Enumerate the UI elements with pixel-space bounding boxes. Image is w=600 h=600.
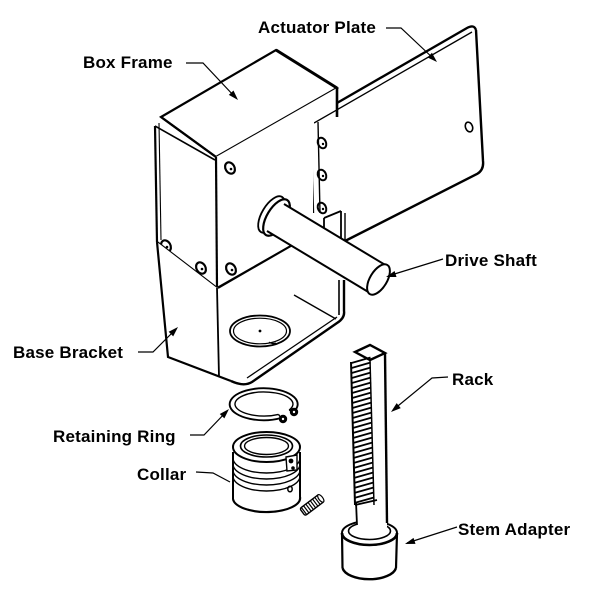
drive-shaft-bottom-edge [266, 230, 371, 294]
actuator-plate-right-bottom-edge [344, 29, 485, 243]
arrowhead-drive-shaft [386, 270, 397, 278]
part-labels: Box Frame Actuator Plate Drive Shaft Bas… [13, 18, 570, 539]
retaining-ring-inner [234, 391, 294, 417]
rack-drawing [350, 343, 389, 527]
box-frame-front-vertical-edge [214, 156, 219, 289]
label-base-bracket: Base Bracket [13, 343, 123, 362]
box-frame-left-edge-inner [158, 122, 162, 241]
collar-drawing [231, 431, 302, 514]
box-frame-top-right-edge [275, 48, 338, 90]
box-frame-front-corner-edge [160, 116, 217, 158]
base-bracket-back-top-edge [217, 242, 297, 289]
collar-rim-inner [239, 434, 294, 458]
actuator-plate-flange-inner-edge [317, 121, 321, 214]
base-bracket-bend-line [293, 294, 337, 320]
base-bracket-bottom-edge-inner [246, 316, 338, 379]
stem-adapter-sides [340, 532, 399, 569]
stem-adapter-drawing [340, 520, 399, 581]
stem-adapter-bottom [341, 567, 398, 581]
rack-right-edge [383, 352, 389, 524]
base-bracket-body [157, 211, 345, 385]
label-drive-shaft: Drive Shaft [445, 251, 537, 270]
rack-teeth-left-edge [350, 361, 356, 506]
drive-shaft-end-face [366, 263, 391, 296]
drive-shaft-body [267, 204, 387, 293]
collar-front-hole [287, 485, 293, 493]
arrowhead-actuator-plate [427, 52, 437, 62]
leader-rack [392, 376, 449, 411]
arrowhead-stem-adapter [405, 537, 416, 544]
leader-base-bracket [138, 328, 177, 353]
leader-drive-shaft [387, 258, 444, 277]
collar-bore [243, 436, 290, 456]
label-retaining-ring: Retaining Ring [53, 427, 176, 446]
base-bracket-drawing [155, 210, 346, 386]
label-rack: Rack [452, 370, 494, 389]
leader-retaining-ring [190, 410, 228, 436]
base-bracket-left-wall-edge [155, 241, 232, 383]
rack-teeth-bottom [354, 499, 378, 506]
set-screw-end [317, 493, 325, 503]
label-collar: Collar [137, 465, 187, 484]
arrowhead-rack [391, 403, 401, 412]
set-screw-threads [300, 496, 321, 515]
actuator-plate-top-edge-inner [313, 31, 473, 124]
retaining-ring-outer [228, 387, 299, 422]
label-box-frame: Box Frame [83, 53, 173, 72]
box-frame-left-face-top-edge [154, 125, 216, 161]
stem-adapter-shoulder [340, 532, 399, 547]
label-stem-adapter: Stem Adapter [458, 520, 570, 539]
arrowhead-base-bracket [168, 327, 178, 337]
leader-actuator-plate [386, 27, 436, 61]
rack-teeth-hatching [351, 356, 375, 504]
leader-box-frame [186, 62, 236, 98]
leader-stem-adapter [406, 526, 458, 544]
actuator-plate-bolt-holes [316, 136, 328, 215]
base-bracket-bottom-edge [230, 280, 346, 386]
box-frame-drawing [153, 48, 340, 289]
collar-thread-ribs [232, 457, 301, 492]
actuator-plate-face [311, 26, 484, 245]
label-actuator-plate: Actuator Plate [258, 18, 376, 37]
actuator-plate-hole [464, 121, 474, 133]
collar-bottom-edge [231, 496, 302, 514]
leader-collar [195, 471, 231, 483]
drive-shaft-top-edge [283, 203, 388, 267]
drive-shaft-drawing [257, 195, 391, 296]
retaining-ring-drawing [228, 387, 299, 424]
box-frame-left-edge [153, 125, 159, 243]
leader-lines [138, 27, 458, 544]
stem-adapter-body [342, 521, 397, 580]
arrowhead-retaining-ring [219, 409, 229, 419]
arrowhead-box-frame [228, 90, 238, 100]
box-frame-front-face [216, 88, 337, 288]
actuator-plate-top-edge [310, 25, 478, 120]
rack-shank-left-edge [355, 501, 358, 526]
set-screw-drawing [299, 493, 325, 516]
base-bracket-hole [229, 314, 291, 348]
base-bracket-left-bend-line [216, 287, 220, 378]
actuator-plate-drawing [309, 25, 485, 245]
